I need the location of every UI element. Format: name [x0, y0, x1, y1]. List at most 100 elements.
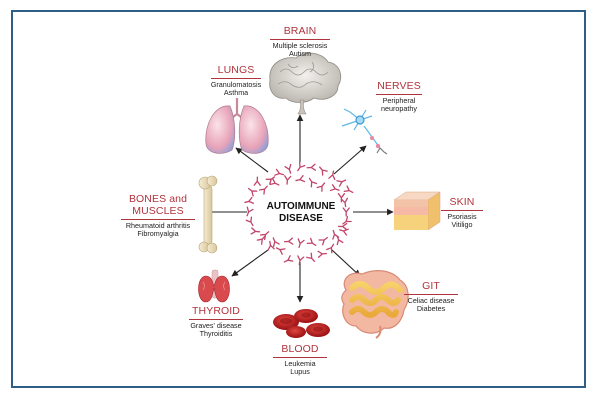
thyroid-rule: [189, 319, 243, 321]
blood-label: BLOOD Leukemia Lupus: [268, 343, 332, 377]
bones-title-line2: MUSCLES: [132, 205, 184, 218]
skin-label: SKIN Psoriasis Vitiligo: [440, 196, 484, 230]
antibody-icon: [295, 175, 306, 183]
lungs-icon: [205, 98, 269, 154]
antibody-icon: [316, 182, 326, 192]
lungs-title: LUNGS: [217, 64, 255, 76]
antibody-icon: [284, 175, 292, 185]
git-rule: [404, 294, 458, 296]
intestine-icon: [341, 270, 409, 339]
brain-icon: [269, 52, 342, 115]
lungs-rule: [211, 78, 261, 80]
skin-condition-1: Psoriasis: [447, 212, 477, 222]
blood-rule: [273, 357, 327, 359]
antibody-icon: [247, 187, 258, 197]
brain-condition-2: Autism: [289, 49, 311, 59]
bone-icon: [198, 175, 218, 254]
bones-label: BONES and MUSCLES Rheumatoid arthritis F…: [114, 193, 202, 239]
lungs-condition-1: Granulomatosis: [210, 80, 262, 90]
antibody-icon: [336, 179, 347, 187]
blood-title: BLOOD: [281, 343, 319, 355]
antibody-icon: [337, 193, 346, 203]
arrow-to-lungs: [235, 147, 269, 173]
antibody-icon: [342, 216, 352, 225]
arrows: [205, 114, 394, 303]
thyroid-label: THYROID Graves' disease Thyroiditis: [184, 305, 248, 339]
git-condition-1: Celiac disease: [407, 296, 455, 306]
brain-title: BRAIN: [283, 25, 317, 37]
antibody-icon: [332, 229, 340, 240]
bones-condition-1: Rheumatoid arthritis: [125, 221, 191, 231]
antibody-icon: [340, 197, 348, 208]
git-label: GIT Celiac disease Diabetes: [400, 280, 462, 314]
lungs-label: LUNGS Granulomatosis Asthma: [196, 64, 276, 98]
nerves-condition-1: Peripheral: [382, 96, 416, 106]
antibody-icon: [343, 185, 354, 194]
antibody-icon: [328, 170, 336, 181]
nerves-rule: [376, 94, 422, 96]
blood-condition-2: Lupus: [290, 367, 310, 377]
thyroid-condition-2: Thyroiditis: [199, 329, 233, 339]
antibody-icon: [274, 168, 284, 176]
antibody-icon: [250, 227, 261, 235]
antibody-icon: [297, 161, 306, 172]
antibody-icon: [259, 231, 270, 241]
arrow-to-thyroid: [231, 249, 269, 277]
center-label-line1: AUTOIMMUNE: [266, 201, 336, 212]
bones-title-line1: BONES and: [128, 193, 188, 205]
blood-cells-icon: [273, 309, 330, 338]
antibody-icon: [336, 235, 344, 246]
thyroid-icon: [198, 269, 230, 303]
antibody-icon: [272, 237, 280, 248]
antibody-icon: [283, 237, 294, 245]
bones-rule: [121, 219, 195, 221]
thyroid-title: THYROID: [192, 305, 240, 317]
brain-condition-1: Multiple sclerosis: [272, 41, 328, 51]
arrow-to-nerves: [333, 145, 367, 175]
antibody-icon: [275, 247, 286, 255]
skin-rule: [441, 210, 483, 212]
skin-icon: [393, 191, 441, 231]
nerves-label: NERVES Peripheral neuropathy: [362, 80, 436, 114]
antibody-icon: [306, 237, 317, 246]
antibody-icon: [258, 185, 268, 195]
antibody-icon: [317, 250, 327, 258]
neuron-icon: [341, 108, 388, 155]
antibody-icon: [306, 252, 316, 262]
antibody-icon: [319, 166, 328, 176]
nerves-title: NERVES: [377, 80, 421, 92]
antibody-icon: [308, 177, 318, 188]
antibody-icon: [326, 243, 335, 254]
git-title: GIT: [422, 280, 440, 292]
antibody-cloud: [244, 161, 354, 265]
brain-label: BRAIN Multiple sclerosis Autism: [262, 25, 338, 59]
git-condition-2: Diabetes: [416, 304, 446, 314]
antibody-icon: [269, 178, 280, 186]
antibody-icon: [265, 176, 276, 185]
center-label-line2: DISEASE: [279, 212, 323, 224]
thyroid-condition-1: Graves' disease: [190, 321, 242, 331]
antibody-icon: [318, 236, 328, 246]
antibody-icon: [342, 207, 350, 217]
antibody-icon: [306, 163, 317, 171]
bones-condition-2: Fibromyalgia: [137, 229, 179, 239]
antibody-icon: [256, 235, 266, 245]
center-label: AUTOIMMUNE DISEASE: [256, 201, 346, 224]
skin-condition-2: Vitiligo: [451, 220, 473, 230]
antibody-icon: [339, 228, 349, 236]
arrow-to-git: [331, 249, 361, 277]
lungs-condition-2: Asthma: [223, 88, 249, 98]
antibody-icon: [283, 255, 294, 263]
antibody-icon: [337, 222, 348, 231]
antibody-icon: [297, 238, 305, 249]
frame-border: [11, 10, 586, 388]
antibody-icon: [329, 184, 340, 192]
brain-rule: [270, 39, 330, 41]
antibody-icon: [253, 176, 261, 186]
antibody-icon: [284, 163, 292, 174]
blood-condition-1: Leukemia: [284, 359, 316, 369]
antibody-icon: [267, 240, 275, 251]
nerves-condition-2: neuropathy: [381, 104, 417, 114]
